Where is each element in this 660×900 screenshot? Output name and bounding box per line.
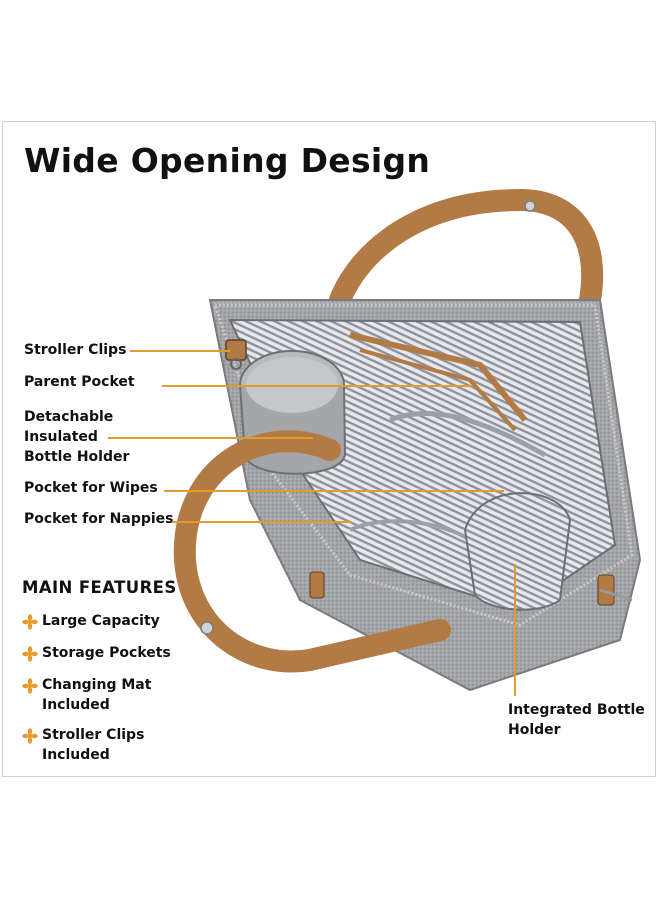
feature-label: Storage Pockets	[42, 645, 171, 661]
feature-label: Stroller Clips Included	[42, 727, 145, 763]
asterisk-flower-icon	[22, 646, 38, 662]
leader-line-parent-pocket	[162, 385, 472, 387]
leader-line-integrated-bottle-holder	[514, 564, 516, 696]
feature-item: Stroller Clips Included	[22, 725, 144, 765]
asterisk-flower-icon	[22, 728, 38, 744]
leader-line-bottle-holder	[108, 437, 313, 439]
callout-integrated-bottle-holder: Integrated Bottle Holder	[508, 702, 645, 738]
asterisk-flower-icon	[22, 678, 38, 694]
asterisk-flower-icon	[22, 614, 38, 630]
feature-item: Storage Pockets	[22, 643, 171, 663]
leader-line-stroller-clips	[130, 350, 230, 352]
callout-parent-pocket: Parent Pocket	[24, 374, 135, 390]
main-features-heading: MAIN FEATURES	[22, 578, 177, 597]
feature-item: Large Capacity	[22, 611, 160, 631]
callout-stroller-clips: Stroller Clips	[24, 342, 127, 358]
feature-label: Changing Mat Included	[42, 677, 152, 713]
diaper-bag-image	[173, 188, 642, 692]
callout-pocket-wipes: Pocket for Wipes	[24, 480, 158, 496]
callout-pocket-nappies: Pocket for Nappies	[24, 511, 174, 527]
page-title: Wide Opening Design	[24, 141, 431, 180]
leader-line-pocket-nappies	[172, 521, 352, 523]
feature-label: Large Capacity	[42, 613, 160, 629]
feature-item: Changing Mat Included	[22, 675, 151, 715]
leader-line-pocket-wipes	[164, 490, 504, 492]
callout-bottle-holder: Detachable Insulated Bottle Holder	[24, 409, 130, 465]
